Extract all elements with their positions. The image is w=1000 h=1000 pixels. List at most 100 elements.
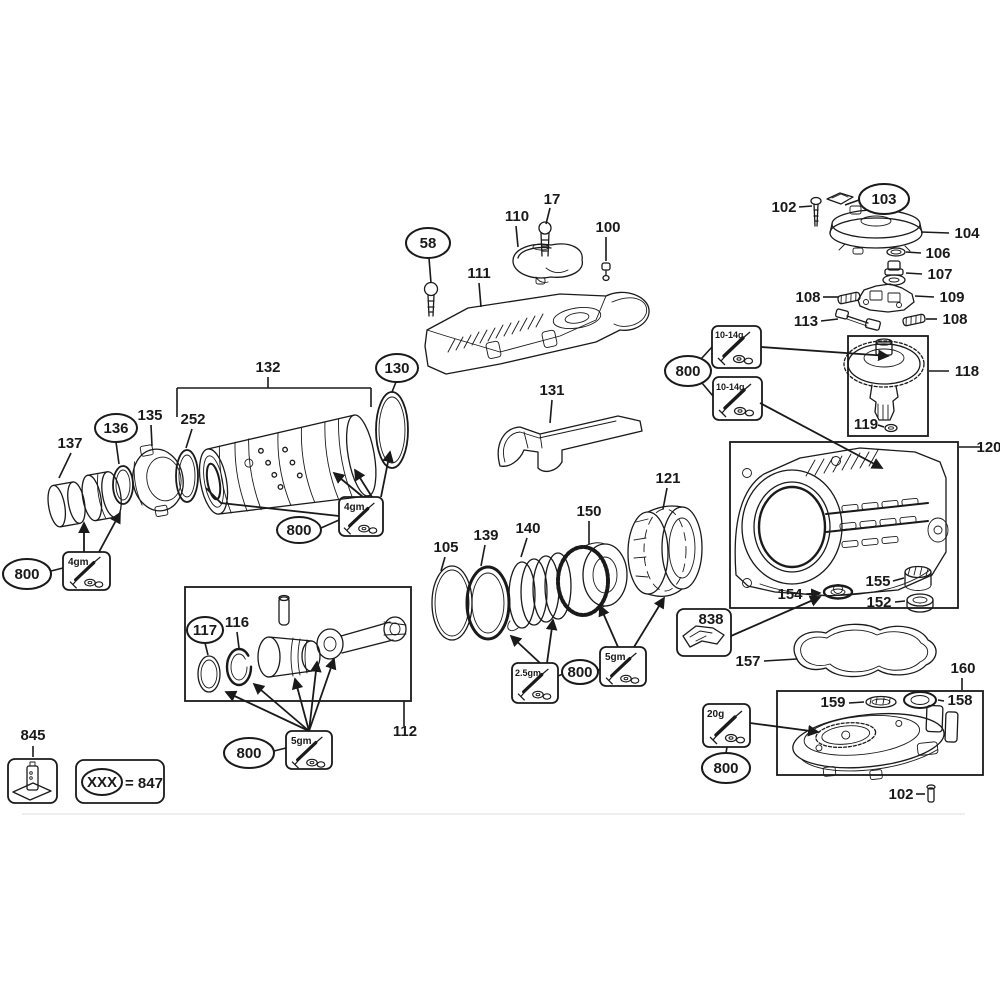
part-spring-108-left: [837, 291, 861, 305]
grease-amount-label: 10-14g: [716, 382, 745, 392]
part-ring-152: [906, 593, 934, 613]
part-label-132: 132: [255, 359, 280, 376]
part-cover-131: [497, 415, 643, 473]
group-box-112: [184, 586, 412, 702]
part-plate-103: [826, 192, 854, 205]
part-label-154: 154: [777, 586, 803, 603]
part-label-130: 130: [384, 360, 409, 377]
callout-800-rings: 800: [561, 659, 599, 685]
part-label-131: 131: [539, 382, 564, 399]
part-label-139: 139: [473, 527, 498, 544]
part-label-100: 100: [595, 219, 620, 236]
part-label-110: 110: [505, 208, 529, 225]
part-label-58: 58: [420, 235, 437, 252]
part-label-111: 111: [467, 265, 490, 282]
part-oring-136: [112, 465, 134, 505]
part-cover-110: [512, 243, 583, 285]
part-bearing-158: [903, 691, 937, 709]
grease-ref-label: 800: [675, 363, 700, 380]
part-label-160: 160: [950, 660, 975, 677]
grease-ref-label: 800: [14, 566, 39, 583]
part-label-113: 113: [794, 313, 818, 330]
part-screw-102-top: [810, 196, 822, 227]
part-label-102-bottom: 102: [888, 786, 913, 803]
part-gear-118: [843, 338, 925, 421]
part-label-105: 105: [433, 539, 458, 556]
part-label-117: 117: [193, 622, 217, 639]
part-label-158: 158: [947, 692, 972, 709]
part-bearing-mount-107: [882, 260, 906, 286]
part-label-135: 135: [137, 407, 162, 424]
part-caps-137: [47, 471, 122, 528]
part-label-118: 118: [955, 363, 979, 380]
part-oring-130: [375, 391, 409, 469]
part-label-107: 107: [927, 266, 952, 283]
grease-amount-label: 4gm: [68, 557, 89, 568]
part-oring-252: [175, 449, 199, 503]
group-box-838: [676, 608, 732, 657]
part-label-112: 112: [393, 723, 417, 740]
grease-callout-5gm-piston: 5gm: [285, 730, 333, 770]
part-label-102-top: 102: [771, 199, 796, 216]
part-label-252: 252: [180, 411, 205, 428]
part-bearing-155: [904, 565, 932, 591]
grease-callout-4gm-front: 4gm: [62, 551, 111, 591]
part-spring-108-right: [902, 313, 926, 327]
callout-800-front: 800: [2, 558, 52, 590]
part-label-121: 121: [655, 470, 680, 487]
part-screw-58: [423, 281, 439, 317]
grease-amount-label: 2.5gm: [515, 668, 541, 678]
legend-xxx-label: XXX: [87, 774, 117, 791]
part-label-109: 109: [939, 289, 964, 306]
part-motor-housing-120: [734, 447, 949, 597]
part-lubricant-845: [12, 761, 52, 801]
part-seal-154: [822, 584, 854, 600]
legend-value-label: = 847: [125, 775, 163, 792]
part-housing-cover-111: [424, 291, 650, 375]
part-label-108-right: 108: [942, 311, 967, 328]
grease-amount-label: 5gm: [291, 736, 312, 747]
part-piston: [257, 594, 321, 678]
part-label-838: 838: [698, 611, 723, 628]
legend-box: [75, 759, 165, 804]
grease-callout-4gm-barrel: 4gm: [338, 496, 384, 537]
grease-amount-label: 20g: [707, 709, 724, 720]
grease-callout-20g: 20g: [702, 703, 751, 748]
grease-ref-label: 800: [236, 745, 261, 762]
part-label-108-left: 108: [795, 289, 820, 306]
part-ring-106: [886, 247, 906, 257]
part-label-120: 120: [976, 439, 1000, 456]
part-label-137: 137: [57, 435, 82, 452]
part-clip-838: [682, 625, 725, 648]
grease-arrows: [78, 346, 890, 737]
group-box-160: [776, 690, 984, 776]
part-label-140: 140: [515, 520, 540, 537]
callout-117: 117: [186, 616, 224, 644]
grease-ref-label: 800: [567, 664, 592, 681]
part-pin-102-bottom: [926, 784, 936, 803]
part-label-157: 157: [735, 653, 760, 670]
part-label-159: 159: [820, 694, 845, 711]
callout-800-barrel: 800: [276, 516, 322, 544]
callout-58: 58: [405, 227, 451, 259]
group-box-845: [7, 758, 58, 804]
part-label-152: 152: [866, 594, 891, 611]
grease-amount-label: 4gm: [344, 502, 365, 513]
grease-ref-label: 800: [713, 760, 738, 777]
part-cylinder-132: [198, 414, 377, 515]
group-box-120: [729, 441, 959, 609]
callout-136: 136: [94, 413, 138, 443]
part-snap-ring-116: [225, 647, 253, 687]
part-ring-139: [465, 565, 511, 641]
callout-800-gearbox: 800: [664, 355, 712, 387]
grease-callout-10-14g-housing: 10-14g: [712, 376, 763, 421]
part-gasket-157: [793, 623, 937, 678]
group-box-118: [847, 335, 929, 437]
part-clutch-ring-121: [627, 505, 703, 597]
grease-amount-label: 10-14g: [715, 330, 744, 340]
part-lead-wire-113: [834, 308, 881, 331]
part-label-116: 116: [225, 614, 249, 631]
part-spring-140: [507, 552, 572, 632]
